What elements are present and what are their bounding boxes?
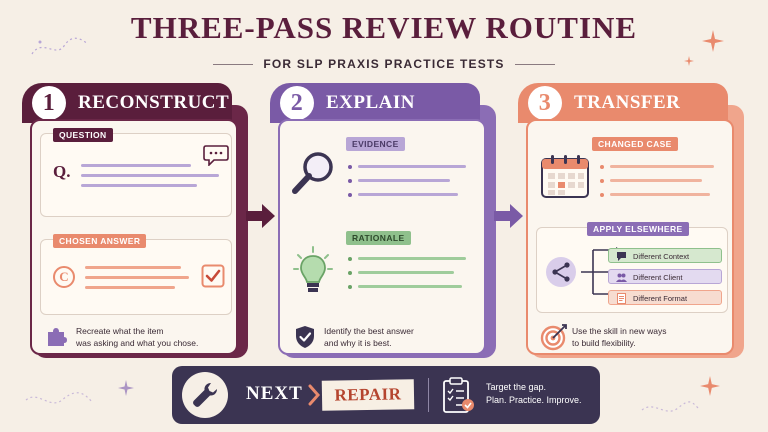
step-number: 3 (528, 86, 562, 120)
next-repair-bar: NEXT REPAIR Target the gap. Plan. Practi… (172, 366, 600, 424)
bullet (348, 271, 352, 275)
magnifier-icon (292, 152, 333, 194)
option-label: Different Client (633, 273, 683, 282)
option-different-format: Different Format (608, 290, 722, 305)
page-subtitle: FOR SLP PRAXIS PRACTICE TESTS (213, 57, 555, 71)
step-caption: Recreate what the item was asking and wh… (76, 325, 198, 349)
wrench-badge (182, 372, 228, 418)
answer-tag: CHOSEN ANSWER (53, 234, 147, 248)
changed-case-tag: CHANGED CASE (592, 137, 678, 151)
text-line (81, 174, 219, 177)
text-line (81, 184, 197, 187)
answer-box: CHOSEN ANSWER C (40, 234, 232, 315)
arrow-right-icon (494, 204, 523, 228)
target-icon (540, 324, 567, 351)
sparkle-icon (702, 30, 724, 52)
arrow-right-icon (246, 204, 275, 228)
text-line (358, 271, 454, 274)
step-caption: Identify the best answer and why it is b… (324, 325, 414, 349)
bullet (600, 193, 604, 197)
step-panel: QUESTION Q. CHOSEN ANSWER C Recre (30, 119, 238, 355)
caption-line: Recreate what the item (76, 326, 164, 336)
bullet (348, 179, 352, 183)
checkbox-icon (201, 264, 225, 288)
swirl-doodle-icon (641, 401, 699, 412)
option-label: Different Context (633, 252, 690, 261)
text-line (358, 193, 458, 196)
apply-tag: APPLY ELSEWHERE (587, 222, 689, 236)
chevron-right-icon (308, 384, 320, 406)
text-line (85, 286, 175, 289)
answer-mark: C (53, 266, 75, 288)
step-reconstruct: 1 RECONSTRUCT QUESTION Q. CHOSEN ANSWER … (22, 83, 248, 358)
caption-line: and why it is best. (324, 338, 392, 348)
rationale-tag: RATIONALE (346, 231, 411, 245)
sparkle-icon (684, 56, 694, 66)
option-different-client: Different Client (608, 269, 722, 284)
question-tag: QUESTION (53, 128, 113, 142)
page-title: THREE-PASS REVIEW ROUTINE (130, 10, 638, 45)
text-line (85, 276, 189, 279)
option-different-context: Different Context (608, 248, 722, 263)
sparkle-icon (700, 376, 720, 396)
step-caption: Use the skill in new ways to build flexi… (572, 325, 666, 349)
option-label: Different Format (633, 294, 688, 303)
wrench-icon (193, 383, 217, 407)
caption-line: Use the skill in new ways (572, 326, 667, 336)
bullet (348, 285, 352, 289)
bullet (348, 165, 352, 169)
calendar-icon (541, 155, 589, 198)
bullet (348, 257, 352, 261)
step-title: RECONSTRUCT (78, 92, 230, 113)
step-title: TRANSFER (574, 92, 681, 113)
text-line (610, 179, 702, 182)
caption-line: was asking and what you chose. (76, 338, 199, 348)
text-line (85, 266, 181, 269)
text-line (610, 193, 710, 196)
step-panel: EVIDENCE RATIONALE Id (278, 119, 486, 355)
text-line (358, 257, 466, 260)
bullet (348, 193, 352, 197)
step-panel: CHANGED CASE APPLY ELSEWHERE (526, 119, 734, 355)
text-line (81, 164, 191, 167)
question-box: QUESTION Q. (40, 128, 232, 217)
text-line (358, 285, 462, 288)
step-header: 3 TRANSFER (518, 83, 728, 123)
step-header: 1 RECONSTRUCT (22, 83, 232, 123)
step-number: 2 (280, 86, 314, 120)
chat-icon (617, 252, 626, 261)
people-icon (616, 273, 627, 282)
step-number: 1 (32, 86, 66, 120)
step-header: 2 EXPLAIN (270, 83, 480, 123)
step-title: EXPLAIN (326, 92, 416, 113)
bullet (600, 165, 604, 169)
bar-text-line: Target the gap. (486, 382, 547, 392)
swirl-doodle-icon (31, 37, 89, 55)
puzzle-icon (48, 328, 67, 346)
speech-bubble-icon (203, 145, 229, 166)
text-line (358, 165, 466, 168)
caption-line: to build flexibility. (572, 338, 636, 348)
next-label: NEXT (246, 383, 303, 404)
bar-text: Target the gap. Plan. Practice. Improve. (486, 381, 582, 407)
bullet (600, 179, 604, 183)
text-line (610, 165, 714, 168)
document-icon (617, 293, 626, 304)
repair-label: REPAIR (321, 379, 415, 411)
step-explain: 2 EXPLAIN EVIDENCE RATIONALE (270, 83, 496, 358)
question-mark: Q. (53, 162, 71, 181)
lightbulb-icon (293, 246, 333, 292)
step-transfer: 3 TRANSFER CHANGED CASE APPLY ELSEWHERE (518, 83, 744, 358)
clipboard-check-icon (443, 377, 474, 413)
subtitle-wrap: FOR SLP PRAXIS PRACTICE TESTS (0, 55, 768, 73)
evidence-tag: EVIDENCE (346, 137, 405, 151)
bar-text-line: Plan. Practice. Improve. (486, 395, 582, 405)
caption-line: Identify the best answer (324, 326, 414, 336)
swirl-doodle-icon (25, 392, 93, 404)
share-icon (546, 257, 576, 287)
text-line (358, 179, 450, 182)
divider (428, 378, 429, 412)
sparkle-icon (118, 380, 134, 396)
shield-check-icon (296, 326, 314, 348)
